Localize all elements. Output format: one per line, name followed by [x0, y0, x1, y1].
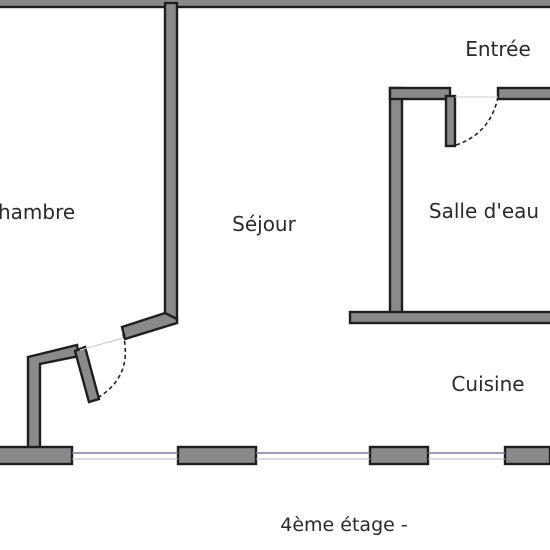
- window-3: [428, 452, 505, 460]
- bottom-wall-segment-3: [368, 445, 430, 466]
- salle-deau-door-leaf: [444, 94, 457, 148]
- salle-deau-door-swing: [452, 96, 499, 147]
- bottom-wall-segment-2: [176, 445, 258, 466]
- salle-deau-left-wall: [388, 86, 404, 318]
- chambre-sejour-wall-angled: [120, 311, 179, 341]
- chambre-door-leaf: [73, 345, 101, 404]
- room-label-cuisine: Cuisine: [451, 372, 524, 396]
- chambre-door-threshold: [79, 337, 124, 351]
- room-label-entree: Entrée: [465, 37, 531, 61]
- bottom-wall-segment-4: [503, 445, 550, 466]
- window-2: [256, 452, 370, 460]
- room-label-salle-deau: Salle d'eau: [429, 199, 539, 223]
- top-wall: [0, 0, 550, 9]
- salle-deau-top-wall-left: [388, 86, 452, 101]
- chambre-door-jamb: [26, 343, 81, 454]
- salle-deau-top-wall-right: [496, 86, 550, 101]
- room-label-sejour: Séjour: [232, 212, 296, 236]
- window-1: [72, 452, 178, 460]
- salle-deau-bottom-wall: [348, 310, 550, 325]
- floor-label: 4ème étage -: [280, 514, 407, 536]
- chambre-door-swing: [93, 333, 127, 401]
- bottom-wall-segment-1: [0, 445, 74, 466]
- room-label-chambre: hambre: [0, 200, 75, 224]
- chambre-sejour-wall: [163, 1, 179, 323]
